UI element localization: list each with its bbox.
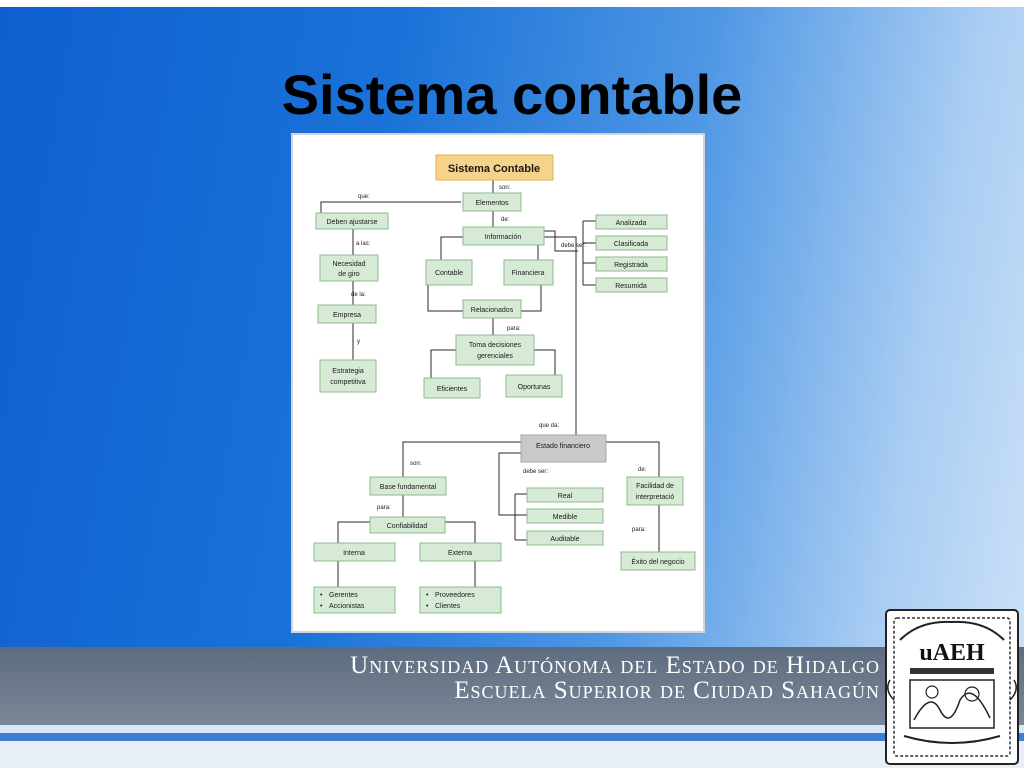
node-exito	[620, 551, 696, 571]
node-facilidad-label-2: interpretació	[636, 494, 675, 501]
node-deben-ajustarse	[315, 212, 389, 230]
node-gerentes-label: Gerentes	[329, 592, 358, 599]
node-proveedores-label: Proveedores	[435, 592, 475, 599]
node-financiera-label: Financiera	[512, 270, 545, 277]
node-registrada	[595, 256, 668, 272]
node-exito-label: Éxito del negocio	[631, 557, 684, 566]
connectors	[320, 180, 660, 587]
node-financiera	[503, 259, 554, 286]
node-clasificada-label: Clasificada	[614, 241, 648, 248]
node-base-fundamental-label: Base fundamental	[380, 484, 437, 491]
node-analizada	[595, 214, 668, 230]
node-oportunas-label: Oportunas	[518, 384, 551, 391]
node-necesidad-giro-label-2: de giro	[338, 271, 360, 278]
node-resumida-label: Resumida	[615, 283, 647, 290]
node-toma-decisiones	[455, 334, 535, 366]
connector-label-debe-ser-2: debe ser:	[523, 469, 548, 475]
connector-label-para-3: para:	[632, 527, 646, 533]
node-auditable-label: Auditable	[550, 536, 579, 543]
connector-label-de-2: de:	[638, 467, 647, 473]
node-contable	[425, 259, 473, 286]
node-interna	[313, 542, 396, 562]
node-oportunas	[505, 374, 563, 398]
connector-label-para: para:	[507, 326, 521, 332]
node-confiabilidad	[369, 516, 446, 534]
node-informacion	[462, 226, 545, 246]
node-eficientes	[423, 377, 481, 399]
node-analizada-label: Analizada	[616, 220, 647, 227]
school-name: Escuela Superior de Ciudad Sahagún	[454, 677, 880, 704]
node-medible	[526, 508, 604, 524]
connector-label-de-la: de la:	[351, 292, 366, 298]
node-real	[526, 487, 604, 503]
concept-map: Sistema Contable Elementos Deben ajustar…	[291, 133, 705, 633]
node-externa	[419, 542, 502, 562]
connector-label-son: son:	[499, 185, 511, 191]
footer-stripe-blue	[0, 733, 1024, 741]
node-estrategia-label-1: Estrategia	[332, 368, 364, 375]
node-clientes-label: Clientes	[435, 603, 461, 610]
connector-label-debe-ser: debe ser:	[561, 243, 586, 249]
node-relacionados	[462, 299, 522, 319]
node-necesidad-giro-label-1: Necesidad	[332, 261, 365, 268]
uaeh-seal-logo: uAEH	[885, 609, 1019, 765]
root-node-box	[435, 154, 554, 181]
node-externa-list	[419, 586, 502, 614]
node-empresa	[317, 304, 377, 324]
bullet-clientes: •	[426, 603, 429, 610]
top-border	[0, 0, 1024, 7]
footer-stripe-light	[0, 725, 1024, 733]
concept-map-canvas: Sistema Contable Elementos Deben ajustar…	[313, 154, 696, 614]
node-confiabilidad-label: Confiabilidad	[387, 523, 428, 530]
bullet-accionistas: •	[320, 603, 323, 610]
node-toma-decisiones-label-1: Toma decisiones	[469, 342, 522, 349]
connector-label-que-da: que da:	[539, 423, 559, 429]
seal-lettering: uAEH	[919, 640, 985, 666]
node-medible-label: Medible	[553, 514, 578, 521]
node-facilidad-label-1: Facilidad de	[636, 483, 674, 490]
node-externa-label: Externa	[448, 550, 472, 557]
node-eficientes-label: Eficientes	[437, 386, 468, 393]
connector-label-que: que:	[358, 194, 370, 200]
node-clasificada	[595, 235, 668, 251]
footer-bottom	[0, 741, 1024, 768]
node-base-fundamental	[369, 476, 447, 496]
node-estado-financiero-label: Estado financiero	[536, 443, 590, 450]
node-elementos-label: Elementos	[475, 200, 509, 207]
slide-title: Sistema contable	[281, 63, 743, 126]
node-estrategia	[319, 359, 377, 393]
connector-label-a-las: a las:	[356, 241, 371, 247]
university-name: Universidad Autónoma del Estado de Hidal…	[350, 652, 880, 679]
connector-label-y: y	[357, 339, 360, 345]
node-interna-list	[313, 586, 396, 614]
bullet-proveedores: •	[426, 592, 429, 599]
node-interna-label: Interna	[343, 550, 365, 557]
connector-label-son-2: son:	[410, 461, 422, 467]
root-node-label: Sistema Contable	[448, 163, 540, 175]
connector-label-para-2: para:	[377, 505, 391, 511]
node-estado-financiero	[520, 434, 607, 463]
node-necesidad-giro	[319, 254, 379, 282]
node-real-label: Real	[558, 493, 573, 500]
node-deben-ajustarse-label: Deben ajustarse	[327, 219, 378, 226]
node-relacionados-label: Relacionados	[471, 307, 514, 314]
node-auditable	[526, 530, 604, 546]
node-empresa-label: Empresa	[333, 312, 361, 319]
node-toma-decisiones-label-2: gerenciales	[477, 353, 513, 360]
connector-label-de: de:	[501, 217, 510, 223]
node-facilidad	[626, 476, 684, 506]
node-contable-label: Contable	[435, 270, 463, 277]
node-estrategia-label-2: competitiva	[330, 379, 366, 386]
node-informacion-label: Información	[485, 234, 522, 241]
footer-band	[0, 647, 1024, 725]
bullet-gerentes: •	[320, 592, 323, 599]
node-accionistas-label: Accionistas	[329, 603, 365, 610]
node-resumida	[595, 277, 668, 293]
node-registrada-label: Registrada	[614, 262, 648, 269]
node-elementos	[462, 192, 522, 212]
